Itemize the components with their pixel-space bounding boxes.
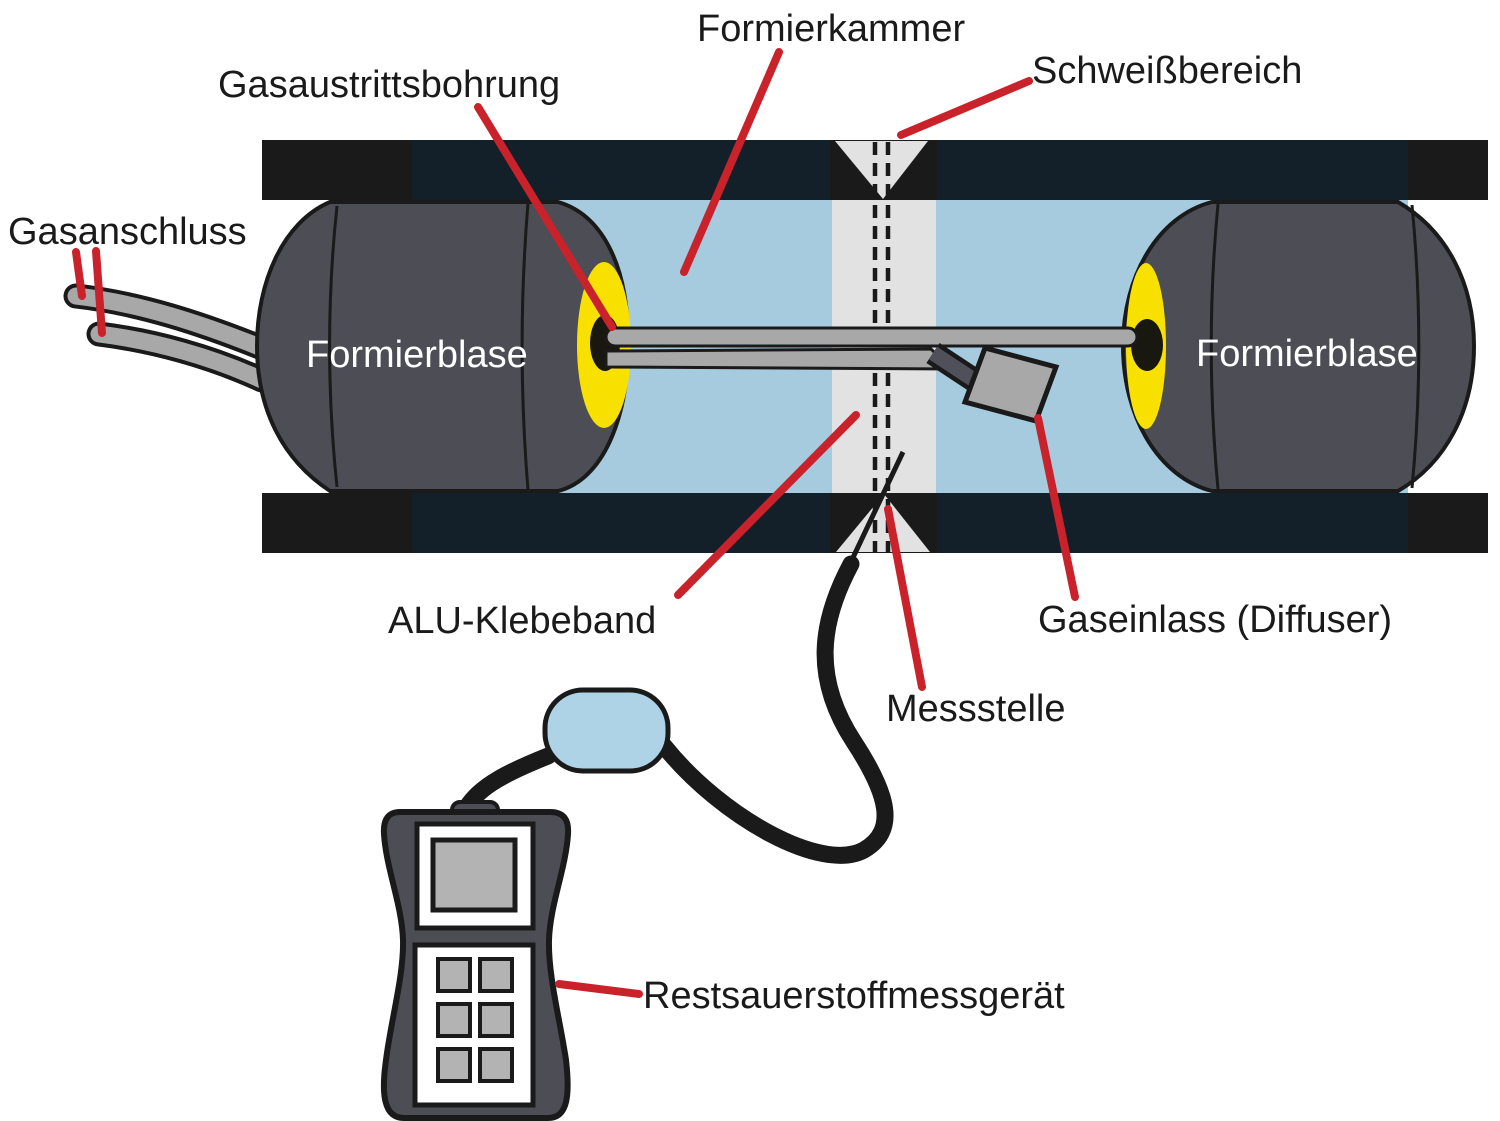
pipe-wall-bottom-right-black	[1408, 493, 1488, 553]
measuring-probe	[846, 450, 906, 568]
oxygen-meter-device	[380, 800, 572, 1121]
lance-tube-upper	[604, 326, 1139, 348]
pipe-wall-top	[262, 140, 1488, 200]
leader-alu-klebeband	[674, 411, 860, 599]
pipe-wall-bottom	[262, 493, 1488, 553]
cable-probe-to-capsule	[655, 555, 894, 864]
label-restsauerstoffmessgeraet: Restsauerstoffmessgerät	[643, 975, 1065, 1017]
leader-formierkammer	[680, 48, 783, 276]
bladder-left-seam-2	[520, 202, 530, 491]
inline-filter-capsule	[542, 687, 671, 774]
pipe-wall-top-left-black	[262, 140, 412, 200]
device-button	[478, 1002, 514, 1038]
leader-gaseinlass	[1034, 414, 1079, 601]
device-button	[436, 1002, 472, 1038]
leader-messstelle	[884, 505, 926, 691]
label-gasaustrittsbohrung: Gasaustrittsbohrung	[218, 64, 560, 106]
weld-groove-top	[835, 141, 928, 199]
label-gaseinlass: Gaseinlass (Diffuser)	[1038, 599, 1392, 641]
device-button	[436, 1047, 472, 1083]
label-gasanschluss: Gasanschluss	[8, 211, 247, 253]
lance-tube-lower	[604, 347, 955, 371]
device-keypad-panel	[412, 942, 536, 1108]
label-formierblase-right: Formierblase	[1196, 333, 1418, 375]
label-alu-klebeband: ALU-Klebeband	[388, 600, 656, 642]
bladder-right-seam-2	[1410, 204, 1421, 489]
pipe-wall-top-right-black	[1408, 140, 1488, 200]
gas-lance-tubes	[604, 326, 1139, 425]
cable-capsule-to-device	[458, 747, 557, 816]
bladder-right-nozzle-hole	[1131, 319, 1163, 371]
leader-gasaustrittsbohrung	[474, 103, 616, 331]
device-button	[436, 957, 472, 993]
label-formierblase-left: Formierblase	[306, 334, 528, 376]
leader-gasanschluss-1	[72, 248, 86, 300]
formierblase-left	[254, 200, 631, 493]
bladder-right-body	[1120, 200, 1477, 493]
leader-schweissbereich	[897, 77, 1033, 139]
device-button	[478, 957, 514, 993]
hose-lower-tube	[90, 325, 271, 389]
device-screen	[430, 837, 518, 913]
label-formierkammer: Formierkammer	[697, 8, 965, 50]
device-buttons	[436, 957, 514, 1083]
formierblase-right	[1120, 200, 1477, 493]
leader-gasanschluss-2	[92, 247, 106, 337]
bladder-right-seam-1	[1209, 203, 1220, 490]
label-messstelle: Messstelle	[886, 688, 1066, 730]
weld-groove-bottom	[836, 494, 930, 552]
pipe-wall-bottom-left-black	[262, 493, 412, 553]
leader-lines	[72, 48, 1079, 998]
device-button	[478, 1047, 514, 1083]
bladder-left-seam-1	[328, 205, 339, 488]
leader-restsauerstoffmessgeraet	[555, 980, 643, 998]
label-schweissbereich: Schweißbereich	[1032, 50, 1302, 92]
bladder-left-body	[254, 200, 631, 493]
